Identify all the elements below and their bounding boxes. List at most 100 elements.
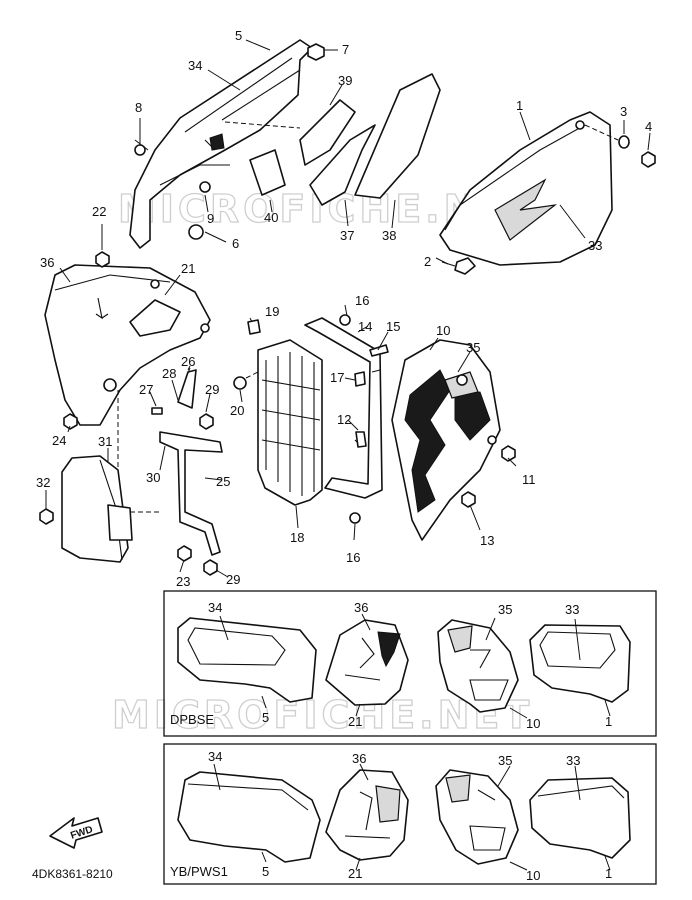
nut-23	[177, 545, 192, 562]
callout-20: 20	[230, 403, 244, 418]
stay-25	[159, 431, 223, 556]
bolt-29-top	[199, 413, 214, 430]
callout-16-top: 16	[355, 293, 369, 308]
callout-33: 33	[588, 238, 602, 253]
callout-25: 25	[216, 474, 230, 489]
box2-callout-36: 36	[352, 751, 366, 766]
callout-12: 12	[337, 412, 351, 427]
undercover-31	[61, 390, 160, 563]
box1-callout-36: 36	[354, 600, 368, 615]
callouts: 5 7 34 39 8 1 3 4 9 40 22 37 38 33 6 2 3…	[36, 28, 652, 589]
decal-39	[299, 84, 356, 166]
callout-23: 23	[176, 574, 190, 589]
callout-34: 34	[188, 58, 202, 73]
box1-callout-10: 10	[526, 716, 540, 731]
bolt-11	[501, 445, 516, 462]
callout-22: 22	[92, 204, 106, 219]
box1-callout-1: 1	[605, 714, 612, 729]
box2-callout-5: 5	[262, 864, 269, 879]
grommet-2	[441, 257, 476, 275]
callout-1: 1	[516, 98, 523, 113]
side-cover-right	[439, 111, 619, 266]
diagram-id: 4DK8361-8210	[32, 867, 113, 881]
box2-callout-10: 10	[526, 868, 540, 883]
box2-callout-21: 21	[348, 866, 362, 881]
callout-15: 15	[386, 319, 400, 334]
callout-39: 39	[338, 73, 352, 88]
callout-16-bottom: 16	[346, 550, 360, 565]
box1-callout-21: 21	[348, 714, 362, 729]
callout-29-top: 29	[205, 382, 219, 397]
bolt-4	[641, 132, 656, 168]
callout-2: 2	[424, 254, 431, 269]
bolt-16-top	[339, 314, 351, 326]
nut-7	[307, 43, 338, 61]
box1-callout-34: 34	[208, 600, 222, 615]
bolt-22	[95, 224, 110, 268]
radiator-guard-18	[257, 339, 323, 506]
callout-11: 11	[522, 472, 536, 487]
callout-8: 8	[135, 100, 142, 115]
box2-callout-34: 34	[208, 749, 222, 764]
callout-30: 30	[146, 470, 160, 485]
callout-31: 31	[98, 434, 112, 449]
bolt-27	[151, 407, 163, 415]
box1-callout-33: 33	[565, 602, 579, 617]
callout-3: 3	[620, 104, 627, 119]
forward-arrow-icon: FWD	[49, 817, 103, 849]
callout-18: 18	[290, 530, 304, 545]
callout-26: 26	[181, 354, 195, 369]
callout-38: 38	[382, 228, 396, 243]
variant-box-dpbse: DPBSE 34 36 35 33 5 21 10 1	[163, 590, 657, 737]
decal-40	[249, 149, 286, 213]
clip-19	[247, 319, 261, 335]
box2-callout-33: 33	[566, 753, 580, 768]
callout-19: 19	[265, 304, 279, 319]
callout-36: 36	[40, 255, 54, 270]
bolt-20	[233, 371, 259, 390]
clip-12	[355, 431, 367, 448]
callout-21: 21	[181, 261, 195, 276]
leader-lines	[45, 39, 586, 578]
shroud-21	[44, 264, 211, 426]
callout-37: 37	[340, 228, 354, 243]
box2-callout-35: 35	[498, 753, 512, 768]
callout-28: 28	[162, 366, 176, 381]
watermark-bottom: MICROFICHE.NET	[112, 693, 533, 737]
box2-callout-1: 1	[605, 866, 612, 881]
callout-14: 14	[358, 319, 372, 334]
variant-box-ybpws1: YB/PWS1 34 36 35 33 5 21 10 1	[163, 743, 657, 885]
variant-label: YB/PWS1	[170, 864, 228, 879]
callout-35: 35	[466, 340, 480, 355]
side-cover-left	[129, 39, 313, 249]
callout-32: 32	[36, 475, 50, 490]
callout-7: 7	[342, 42, 349, 57]
decal-37	[309, 124, 376, 227]
callout-5: 5	[235, 28, 242, 43]
bolt-29-bottom	[203, 559, 218, 576]
bolt-16-bottom	[349, 512, 361, 524]
variant-label: DPBSE	[170, 712, 214, 727]
bolt-8	[134, 118, 146, 156]
callout-40: 40	[264, 210, 278, 225]
box1-callout-35: 35	[498, 602, 512, 617]
callout-9: 9	[207, 211, 214, 226]
bolt-32	[39, 508, 54, 525]
callout-24: 24	[52, 433, 66, 448]
decal-38	[354, 73, 441, 229]
callout-13: 13	[480, 533, 494, 548]
washer-3	[618, 120, 630, 149]
box1-callout-5: 5	[262, 710, 269, 725]
bracket-26	[177, 365, 197, 409]
callout-17: 17	[330, 370, 344, 385]
clip-17	[354, 371, 366, 387]
tape-15	[369, 344, 389, 357]
bolt-24	[63, 413, 78, 430]
callout-27: 27	[139, 382, 153, 397]
shroud-10	[391, 339, 501, 541]
callout-6: 6	[232, 236, 239, 251]
bolt-13	[461, 491, 476, 508]
callout-4: 4	[645, 119, 652, 134]
callout-10: 10	[436, 323, 450, 338]
